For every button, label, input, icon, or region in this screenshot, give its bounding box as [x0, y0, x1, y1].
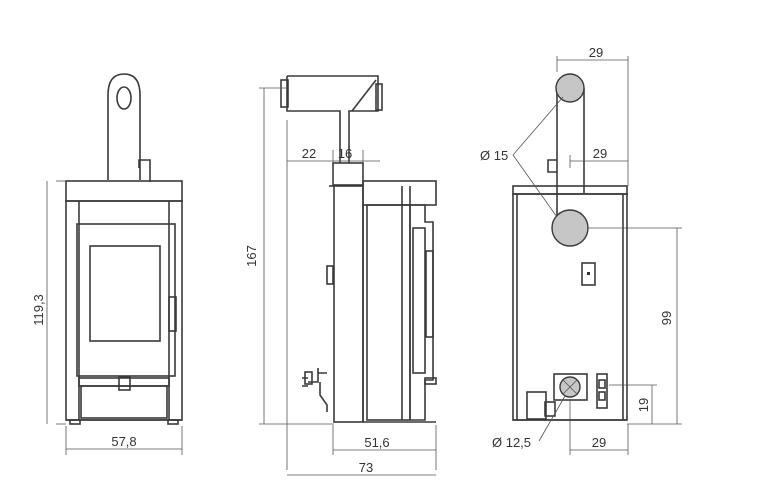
front-ash-drawer [80, 385, 168, 419]
front-ash-knob [118, 376, 131, 391]
side-body [366, 204, 411, 421]
front-body [65, 200, 183, 421]
front-view: 119,3 57,8 [31, 73, 183, 455]
back-label-plate [581, 262, 596, 286]
side-rear-panel [333, 185, 364, 423]
back-air-diameter-label: Ø 12,5 [492, 435, 531, 450]
side-view: 167 22 16 51,6 73 [244, 75, 437, 476]
front-door [76, 223, 176, 377]
side-offset-a-label: 22 [302, 146, 316, 161]
front-flue-handle [138, 159, 151, 182]
back-diameter-leader-2 [512, 154, 558, 218]
front-height-label: 119,3 [31, 294, 46, 326]
side-body-width-label: 51,6 [364, 435, 389, 450]
back-view: 29 Ø 15 29 99 19 Ø 12,5 29 [480, 45, 682, 455]
front-width-label: 57,8 [111, 434, 136, 449]
back-power-socket [596, 373, 608, 409]
side-offset-b-label: 16 [338, 146, 352, 161]
side-total-width-label: 73 [359, 460, 373, 475]
side-door [412, 227, 426, 374]
back-flue-top-circle [555, 73, 585, 103]
front-door-handle [168, 296, 177, 332]
back-air-height-label: 19 [636, 398, 651, 412]
back-air-offset-label: 29 [592, 435, 606, 450]
back-smoke-outlet [551, 209, 589, 247]
back-air-diameter-leader [538, 395, 566, 442]
back-diameter-leader-1 [512, 96, 564, 156]
back-top-width-label: 29 [589, 45, 603, 60]
front-top-cap [65, 180, 183, 202]
side-door-handle [425, 250, 434, 338]
back-mid-width-label: 29 [593, 146, 607, 161]
side-flue-elbow [287, 75, 379, 163]
back-top-cap [512, 185, 628, 195]
back-outlet-height-label: 99 [659, 311, 674, 325]
side-height-label: 167 [244, 245, 259, 267]
back-pipe-diameter-label: Ø 15 [480, 148, 508, 163]
side-top-cap [362, 180, 437, 206]
front-flue-pipe [107, 73, 141, 180]
back-flue-handle [547, 159, 557, 173]
front-glass [89, 245, 161, 342]
front-flue-oval [116, 86, 132, 110]
